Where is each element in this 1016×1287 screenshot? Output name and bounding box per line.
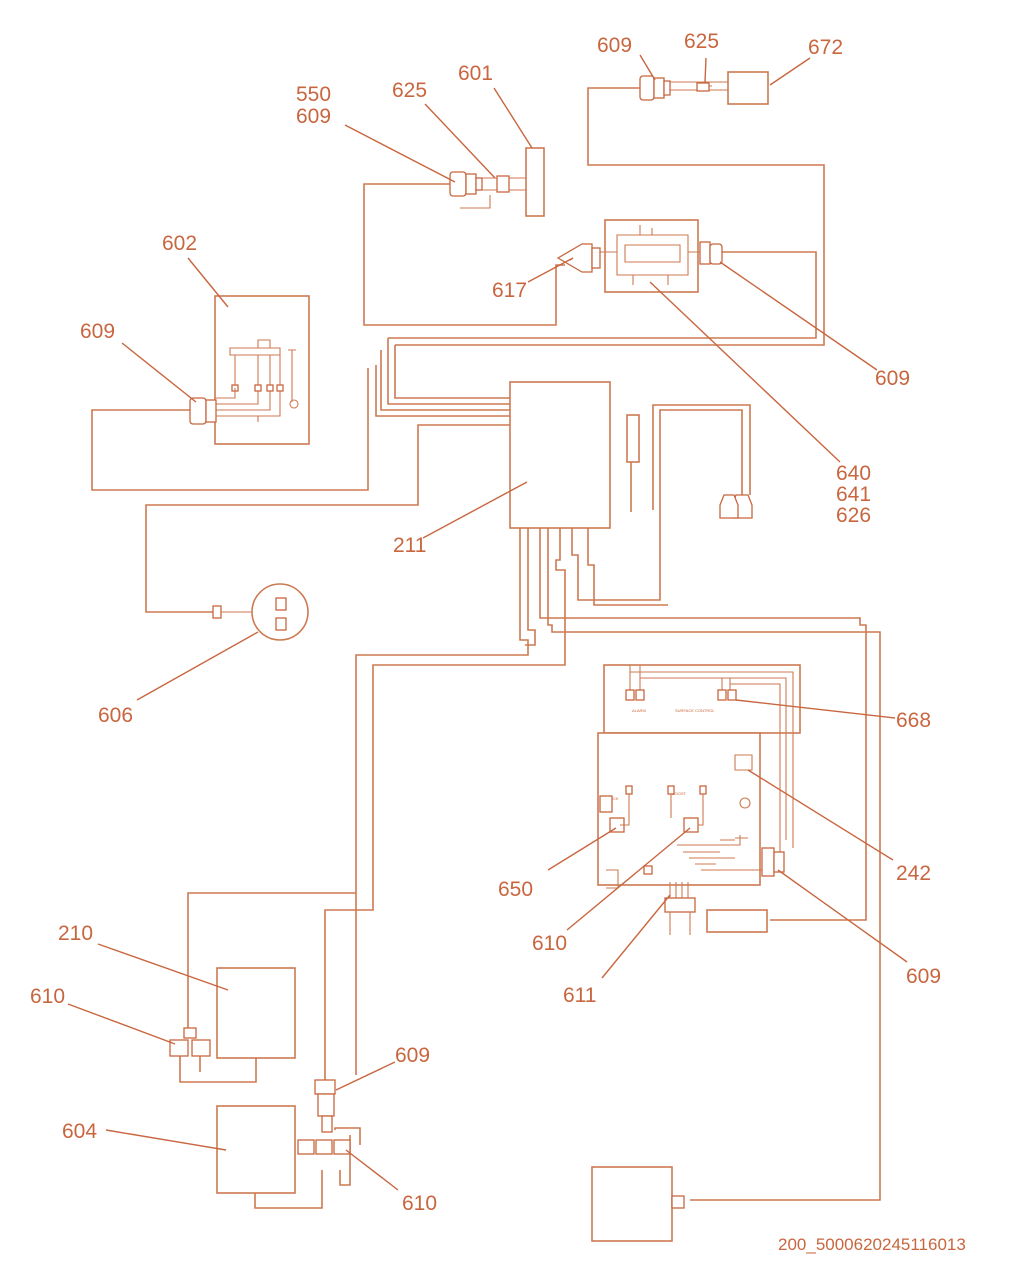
connector-610-bottom xyxy=(297,1139,351,1155)
label-210: 210 xyxy=(58,922,93,945)
component-672 xyxy=(727,71,769,105)
connector-625-top xyxy=(696,82,710,92)
label-609-right: 609 xyxy=(875,367,910,390)
board-label-surface-control: SURFACE CONTROL xyxy=(675,708,715,713)
part-labels: 672 625 609 601 625 550 609 602 609 617 … xyxy=(30,30,941,1215)
label-668: 668 xyxy=(896,709,931,732)
component-cylinder-right xyxy=(706,909,768,933)
label-606: 606 xyxy=(98,704,133,727)
label-625-mid: 625 xyxy=(392,79,427,102)
leader-lines xyxy=(67,54,908,1191)
label-211: 211 xyxy=(393,534,426,557)
label-672: 672 xyxy=(808,36,843,59)
label-625-top: 625 xyxy=(684,30,719,53)
label-602: 602 xyxy=(162,232,197,255)
connector-550-609 xyxy=(449,171,483,197)
label-604: 604 xyxy=(62,1120,97,1143)
component-bottom-right xyxy=(591,1166,673,1242)
label-550: 550 xyxy=(296,83,331,106)
label-610-bottom: 610 xyxy=(402,1192,437,1215)
component-242-board: ALARM SURFACE CONTROL BLOCK BOOST xyxy=(597,664,801,935)
connector-610-left xyxy=(169,1027,211,1057)
connector-625-mid xyxy=(496,175,510,193)
component-604 xyxy=(216,1105,296,1194)
label-609-bottom: 609 xyxy=(395,1044,430,1067)
component-606 xyxy=(212,583,309,641)
control-box-211 xyxy=(509,381,611,529)
label-601: 601 xyxy=(458,62,493,85)
connector-609-bottom xyxy=(314,1079,336,1133)
figure-code: 200_5000620245116013 xyxy=(778,1235,966,1254)
wires xyxy=(91,87,881,1209)
component-right-terminal xyxy=(626,414,640,463)
label-641: 641 xyxy=(836,483,871,506)
connector-617 xyxy=(556,243,601,273)
connector-609-board xyxy=(761,847,785,877)
label-609-top: 609 xyxy=(597,34,632,57)
label-610-left: 610 xyxy=(30,985,65,1008)
label-609-bottom-right: 609 xyxy=(906,965,941,988)
label-650: 650 xyxy=(498,878,533,901)
label-626: 626 xyxy=(836,504,871,527)
component-602 xyxy=(214,295,310,445)
component-210 xyxy=(216,967,296,1059)
label-242: 242 xyxy=(896,862,931,885)
board-label-boost: BOOST xyxy=(672,791,687,796)
connector-609-602 xyxy=(189,397,217,425)
label-611: 611 xyxy=(563,984,596,1007)
board-label-alarm: ALARM xyxy=(632,708,646,713)
label-640: 640 xyxy=(836,462,871,485)
connector-609-top xyxy=(639,75,671,101)
connector-609-relay xyxy=(699,241,723,265)
connector-plugs-right xyxy=(719,494,753,519)
label-617: 617 xyxy=(492,279,527,302)
component-601 xyxy=(525,147,545,217)
label-610-mid: 610 xyxy=(532,932,567,955)
label-609-550: 609 xyxy=(296,105,331,128)
label-609-602: 609 xyxy=(80,320,115,343)
